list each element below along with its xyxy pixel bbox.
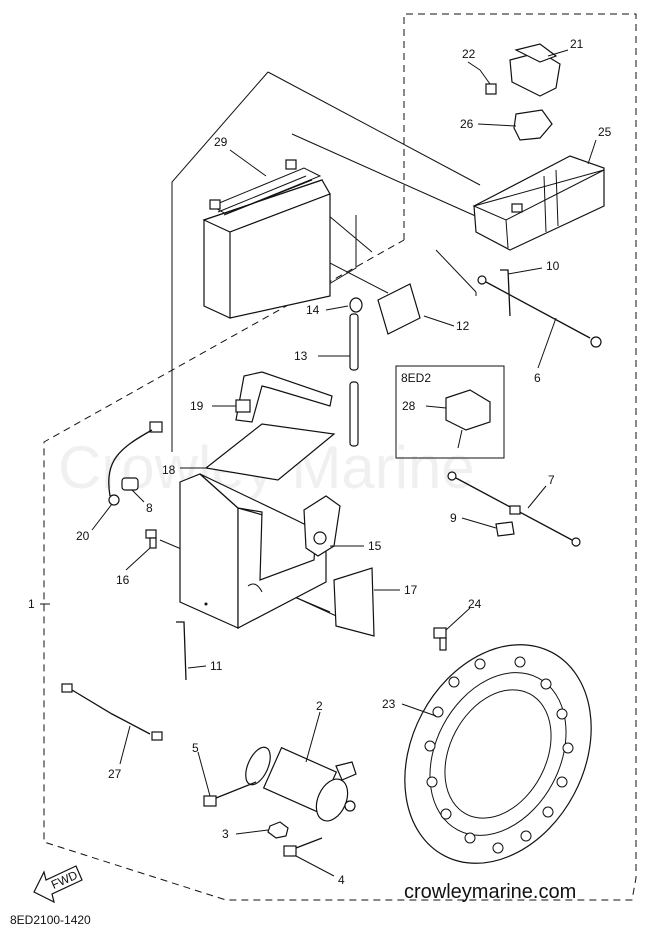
callout-27: 27 [108, 767, 122, 781]
callout-28: 28 [402, 399, 416, 413]
callout-14: 14 [306, 303, 320, 317]
band [176, 621, 187, 681]
callout-16: 16 [116, 573, 130, 587]
clamp-9 [495, 521, 515, 537]
callout-19: 19 [190, 399, 204, 413]
assembly-boundary [43, 13, 637, 901]
relay-cover [472, 155, 605, 251]
relay-bracket [513, 109, 553, 141]
harness-27 [61, 683, 163, 741]
bolt-22 [479, 69, 497, 95]
lead-6 [477, 275, 602, 348]
callout-5: 5 [192, 741, 199, 755]
flywheel-rotor [404, 644, 592, 864]
callout-8: 8 [146, 501, 153, 515]
fwd-arrow-icon: FWD [33, 865, 83, 904]
battery-strap [235, 371, 333, 423]
callout-24: 24 [468, 597, 482, 611]
battery-pad [377, 283, 421, 335]
callout-20: 20 [76, 529, 90, 543]
callout-15: 15 [368, 539, 382, 553]
callout-4: 4 [338, 873, 345, 887]
starter-motor [245, 746, 357, 822]
inset-title: 8ED2 [401, 371, 431, 385]
breather-tube [349, 313, 359, 447]
callout-3: 3 [222, 827, 229, 841]
site-watermark: crowleymarine.com [404, 881, 576, 903]
callout-29: 29 [214, 135, 228, 149]
diagram-code: 8ED2100-1420 [10, 913, 91, 927]
callout-22: 22 [462, 47, 476, 61]
callout-26: 26 [460, 117, 474, 131]
callout-12: 12 [456, 319, 470, 333]
callout-2: 2 [316, 699, 323, 713]
callout-numbers: 29 21 22 26 25 10 12 6 14 13 28 19 18 8 … [28, 37, 612, 887]
callout-17: 17 [404, 583, 418, 597]
callout-10: 10 [546, 259, 560, 273]
starter-relay [509, 43, 561, 97]
callout-7: 7 [548, 473, 555, 487]
callout-1: 1 [28, 597, 35, 611]
bolt-24 [433, 627, 447, 651]
callout-21: 21 [570, 37, 584, 51]
cable-20 [108, 421, 163, 506]
terminal-cap [121, 477, 139, 491]
battery-box [179, 473, 341, 629]
bolt-5 [203, 781, 257, 807]
callout-9: 9 [450, 511, 457, 525]
callout-leaders [40, 49, 597, 877]
battery-sheet [204, 423, 336, 481]
band-10 [500, 269, 511, 317]
hose-clamp [349, 297, 363, 313]
bolt-4 [283, 837, 323, 857]
callout-18: 18 [162, 463, 176, 477]
callout-23: 23 [382, 697, 396, 711]
inset-8ed2: 8ED2 [395, 365, 505, 459]
battery [202, 159, 331, 319]
callout-25: 25 [598, 125, 612, 139]
callout-11: 11 [210, 659, 223, 673]
bolt-16 [145, 529, 157, 549]
nut-3 [267, 821, 289, 839]
cover-sheet [333, 567, 375, 637]
lead-7 [447, 471, 581, 547]
callout-6: 6 [534, 371, 541, 385]
callout-13: 13 [294, 349, 308, 363]
